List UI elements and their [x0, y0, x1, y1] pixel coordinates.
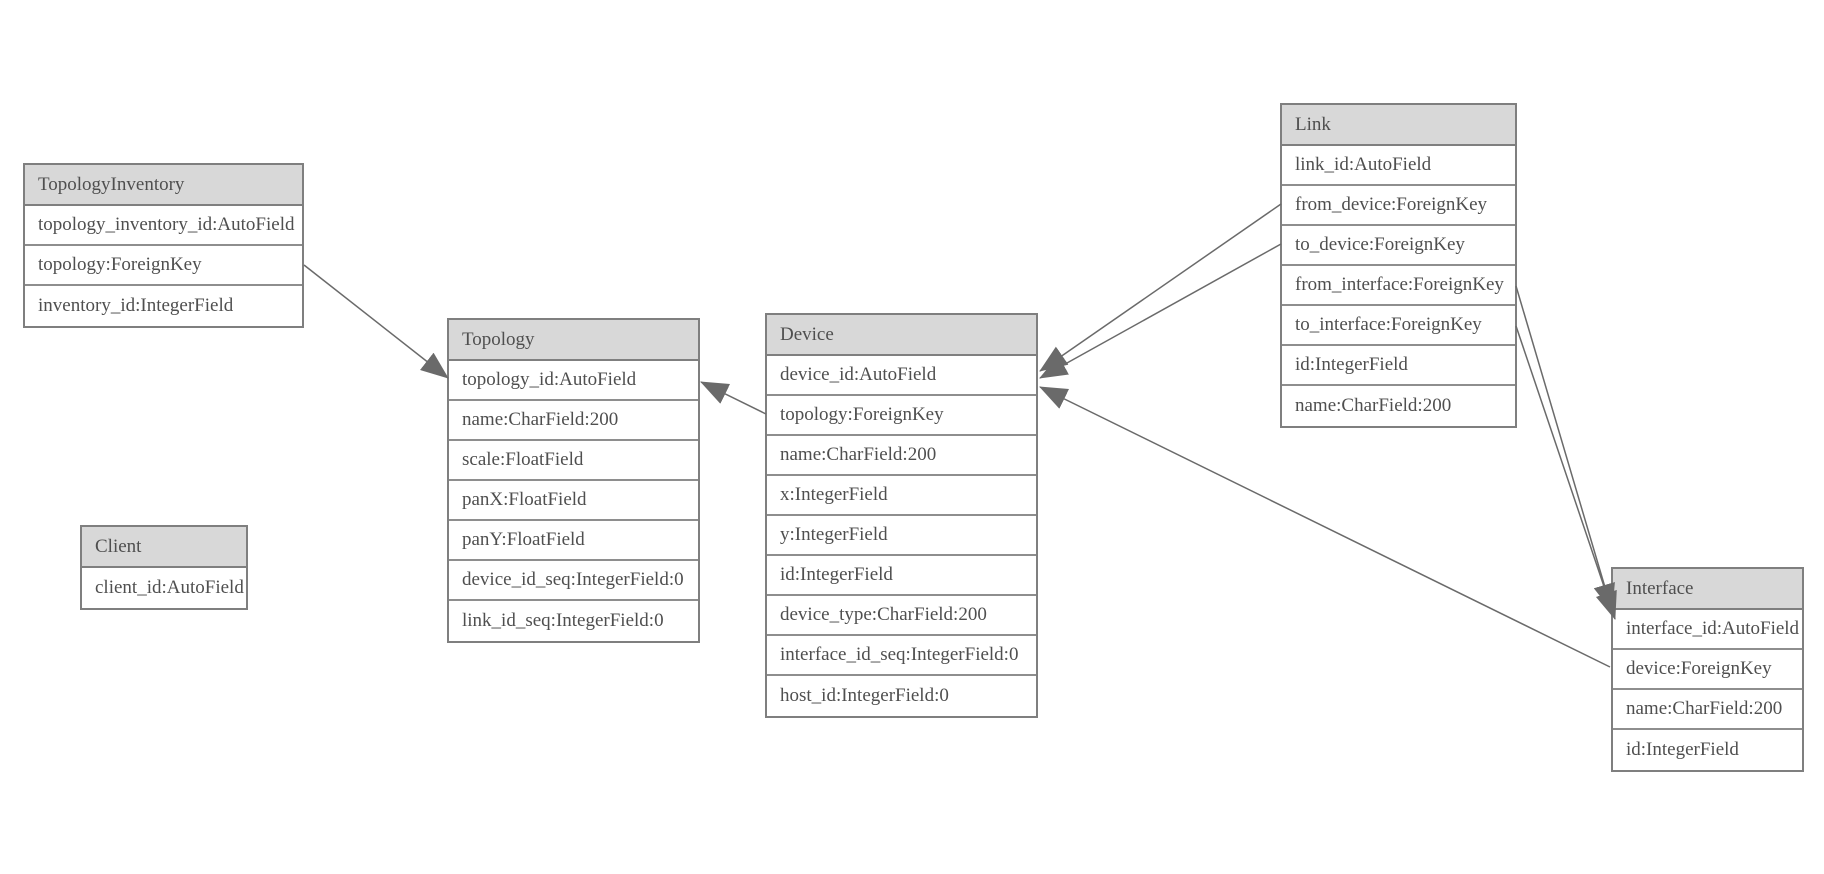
relation-device-topology-to-topology — [700, 381, 767, 415]
entity-field-topology: topology:ForeignKey — [25, 246, 302, 286]
entity-field-id: id:IntegerField — [1282, 346, 1515, 386]
entity-field-client_id: client_id:AutoField — [82, 568, 246, 608]
entity-field-name: name:CharField:200 — [1613, 690, 1802, 730]
entity-field-interface_id_seq: interface_id_seq:IntegerField:0 — [767, 636, 1036, 676]
entity-field-to_device: to_device:ForeignKey — [1282, 226, 1515, 266]
entity-field-device_id_seq: device_id_seq:IntegerField:0 — [449, 561, 698, 601]
entity-field-from_interface: from_interface:ForeignKey — [1282, 266, 1515, 306]
entity-field-scale: scale:FloatField — [449, 441, 698, 481]
relation-link-from_interface-to-interface — [1515, 285, 1615, 612]
entity-field-name: name:CharField:200 — [767, 436, 1036, 476]
entity-title: Topology — [449, 320, 698, 361]
entity-title: TopologyInventory — [25, 165, 302, 206]
entity-title: Link — [1282, 105, 1515, 146]
entity-title: Interface — [1613, 569, 1802, 610]
entity-field-from_device: from_device:ForeignKey — [1282, 186, 1515, 226]
entity-field-link_id: link_id:AutoField — [1282, 146, 1515, 186]
entity-field-interface_id: interface_id:AutoField — [1613, 610, 1802, 650]
entity-field-device: device:ForeignKey — [1613, 650, 1802, 690]
entity-field-x: x:IntegerField — [767, 476, 1036, 516]
entity-field-device_type: device_type:CharField:200 — [767, 596, 1036, 636]
entity-field-inventory_id: inventory_id:IntegerField — [25, 286, 302, 326]
relation-link-to_device-to-device — [1039, 243, 1282, 379]
relation-interface-device-to-device — [1039, 386, 1611, 668]
relation-link-to_interface-to-interface — [1515, 325, 1617, 620]
relation-link-from_device-to-device — [1039, 203, 1282, 372]
entity-field-host_id: host_id:IntegerField:0 — [767, 676, 1036, 716]
entity-field-link_id_seq: link_id_seq:IntegerField:0 — [449, 601, 698, 641]
entity-field-id: id:IntegerField — [1613, 730, 1802, 770]
entity-field-to_interface: to_interface:ForeignKey — [1282, 306, 1515, 346]
entity-title: Device — [767, 315, 1036, 356]
entity-field-name: name:CharField:200 — [1282, 386, 1515, 426]
entity-field-device_id: device_id:AutoField — [767, 356, 1036, 396]
entity-field-topology: topology:ForeignKey — [767, 396, 1036, 436]
entity-field-y: y:IntegerField — [767, 516, 1036, 556]
entity-field-name: name:CharField:200 — [449, 401, 698, 441]
entity-field-panX: panX:FloatField — [449, 481, 698, 521]
entity-field-topology_inventory_id: topology_inventory_id:AutoField — [25, 206, 302, 246]
entity-title: Client — [82, 527, 246, 568]
entity-field-id: id:IntegerField — [767, 556, 1036, 596]
entity-field-topology_id: topology_id:AutoField — [449, 361, 698, 401]
relation-topologyinventory-topology-to-topology — [303, 264, 449, 379]
entity-field-panY: panY:FloatField — [449, 521, 698, 561]
